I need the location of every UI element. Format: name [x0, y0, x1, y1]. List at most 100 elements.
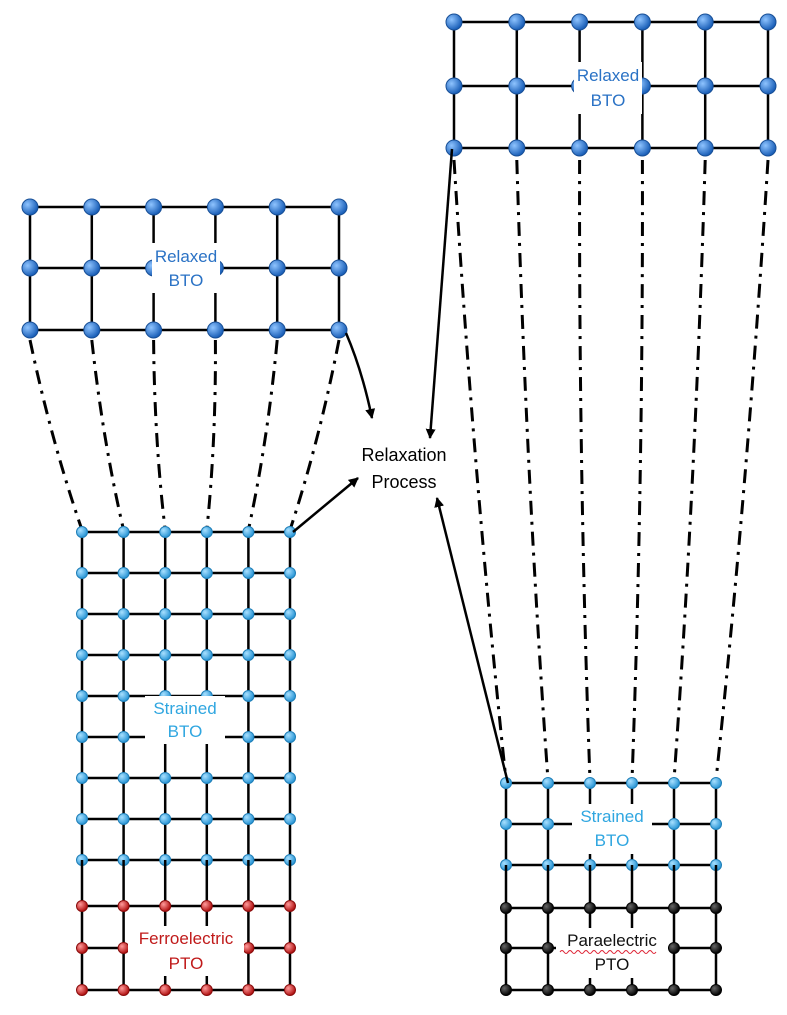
left-strained-atom	[284, 813, 296, 825]
left-relaxed-atom	[330, 259, 348, 277]
left-strained-atom	[200, 567, 213, 579]
left-strained-atom	[200, 772, 213, 784]
left-strained-atom	[284, 649, 296, 661]
left-connector-line	[90, 339, 126, 531]
left-relaxed-atom	[21, 321, 39, 339]
left-connector-line	[152, 339, 167, 531]
left-strained-atom	[159, 649, 172, 661]
right-relaxed-atom	[696, 13, 714, 31]
right-connector-line	[714, 159, 770, 781]
left-relaxed-label-line2: BTO	[169, 271, 204, 290]
right-relaxed-atom	[571, 139, 589, 157]
left-relaxed-atom	[268, 198, 286, 216]
left-relaxed-bto-lattice	[21, 198, 348, 339]
paraelectric-atom	[500, 942, 512, 954]
left-strained-label-line2: BTO	[168, 722, 203, 741]
ferroelectric-atom	[242, 984, 255, 996]
left-connector-line	[28, 339, 84, 531]
paraelectric-atom	[668, 902, 680, 914]
left-strained-atom	[200, 526, 213, 538]
para-label-line2: PTO	[595, 955, 630, 974]
left-strained-atom	[200, 649, 213, 661]
left-strained-atom	[200, 608, 213, 620]
left-strained-atom	[76, 608, 88, 620]
left-relaxed-atom	[268, 321, 286, 339]
right-relaxed-atom	[696, 139, 714, 157]
right-strained-label-line2: BTO	[595, 831, 630, 850]
left-strained-atom	[117, 690, 130, 702]
ferro-label-line2: PTO	[169, 954, 204, 973]
paraelectric-atom	[668, 984, 680, 996]
left-strained-atom	[117, 772, 130, 784]
left-strained-atom	[117, 731, 130, 743]
left-strained-atom	[284, 772, 296, 784]
left-relaxed-atom	[145, 198, 163, 216]
left-relaxed-atom	[21, 259, 39, 277]
paraelectric-atom	[626, 984, 638, 996]
right-strained-label-bg	[572, 804, 652, 854]
ferroelectric-atom	[159, 984, 172, 996]
left-relaxed-label-line1: Relaxed	[155, 247, 217, 266]
paraelectric-atom	[710, 902, 722, 914]
left-strained-atom	[117, 526, 130, 538]
left-strained-atom	[76, 526, 88, 538]
paraelectric-atom	[626, 902, 638, 914]
ferroelectric-atom	[76, 942, 88, 954]
right-relaxed-atom	[508, 139, 526, 157]
ferro-label-line1: Ferroelectric	[139, 929, 234, 948]
left-strained-atom	[76, 690, 88, 702]
ferroelectric-atom	[200, 984, 213, 996]
right-relaxed-bto-lattice	[445, 13, 777, 157]
left-strained-atom	[284, 690, 296, 702]
process-label-line1: Relaxation	[361, 445, 446, 465]
right-relaxed-atom	[571, 13, 589, 31]
right-strained-bto-lattice	[500, 777, 722, 871]
ferroelectric-atom	[76, 900, 88, 912]
ferroelectric-atom	[284, 942, 296, 954]
left-strained-atom	[242, 731, 255, 743]
ferroelectric-atom	[284, 984, 296, 996]
right-strained-atom	[710, 777, 722, 789]
right-relaxed-atom	[508, 77, 526, 95]
arrow-left-strained-to-process	[292, 477, 359, 533]
left-relaxed-atom	[268, 259, 286, 277]
right-connector-line	[515, 159, 550, 781]
left-strained-atom	[242, 813, 255, 825]
left-strained-atom	[159, 608, 172, 620]
left-connector-lines	[28, 339, 341, 531]
left-strained-atom	[76, 772, 88, 784]
paraelectric-atom	[542, 942, 554, 954]
right-relaxed-label-line1: Relaxed	[577, 66, 639, 85]
right-relaxed-atom	[445, 139, 463, 157]
left-strained-atom	[242, 567, 255, 579]
left-strained-atom	[284, 608, 296, 620]
right-strained-atom	[542, 777, 554, 789]
left-strained-atom	[117, 649, 130, 661]
right-relaxed-label-line2: BTO	[591, 91, 626, 110]
left-strained-atom	[242, 608, 255, 620]
left-strained-atom	[159, 813, 172, 825]
right-strained-atom	[668, 818, 680, 830]
paraelectric-atom	[668, 942, 680, 954]
spellcheck-underline	[559, 950, 657, 954]
arrow-right-strained-to-process	[434, 497, 510, 784]
left-relaxed-atom	[145, 321, 163, 339]
paraelectric-atom	[500, 902, 512, 914]
left-strained-atom	[159, 526, 172, 538]
ferroelectric-atom	[76, 984, 88, 996]
right-strained-atom	[542, 818, 554, 830]
right-connector-line	[452, 159, 508, 781]
arrow-process-to-right-relaxed	[425, 148, 454, 439]
paraelectric-atom	[584, 902, 596, 914]
left-strained-atom	[242, 772, 255, 784]
right-connector-line	[630, 159, 644, 781]
left-relaxed-atom	[206, 198, 224, 216]
paraelectric-atom	[500, 984, 512, 996]
ferroelectric-atom	[200, 900, 213, 912]
left-relaxed-atom	[83, 321, 101, 339]
paraelectric-atom	[584, 984, 596, 996]
left-relaxed-atom	[330, 198, 348, 216]
right-strained-atom	[500, 818, 512, 830]
left-strained-atom	[159, 567, 172, 579]
right-connector-line	[578, 159, 592, 781]
